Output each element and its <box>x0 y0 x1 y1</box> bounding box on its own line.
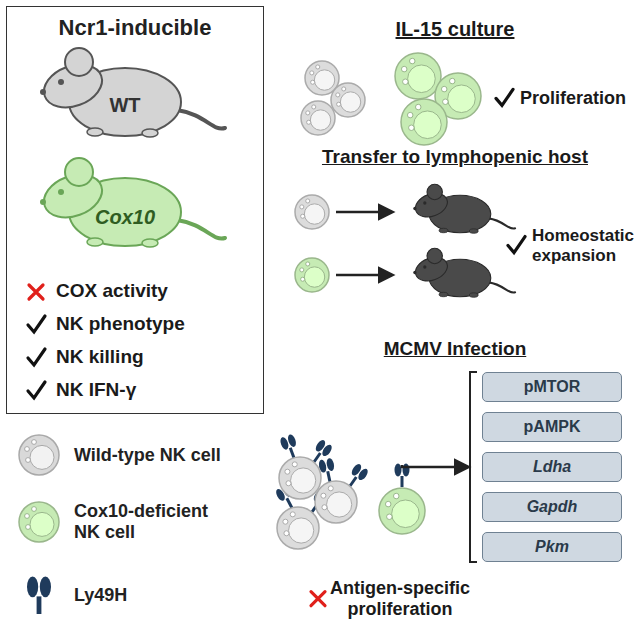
marker-name: pAMPK <box>489 418 615 436</box>
section-heading: Transfer to lymphopenic host <box>322 146 588 168</box>
ly49h-receptor <box>27 576 51 614</box>
nk-cell <box>295 258 329 292</box>
nk-cell <box>331 83 365 117</box>
mouse-figure <box>38 48 225 137</box>
transfer-arrow <box>336 211 392 214</box>
result-label: NK killing <box>56 346 144 368</box>
nk-cell <box>19 502 59 542</box>
metabolic-marker-box: pMTOR <box>482 372 622 402</box>
check-mark <box>28 316 45 332</box>
nk-cell <box>277 507 319 549</box>
mouse-label: Cox10 <box>95 206 155 229</box>
nk-cell <box>301 101 335 135</box>
legend-swatch <box>14 430 64 480</box>
section-heading: MCMV Infection <box>384 338 527 360</box>
nk-cell <box>279 457 321 499</box>
cross-mark <box>29 285 43 299</box>
panel-title: Ncr1-inducible <box>7 7 263 41</box>
nk-cell <box>401 99 447 145</box>
metabolic-marker-box: Ldha <box>482 452 622 482</box>
nk-cell <box>19 435 59 475</box>
result-label: NK IFN-γ <box>56 379 136 401</box>
nk-cell <box>315 481 357 523</box>
metabolic-marker-box: Gapdh <box>482 492 622 522</box>
mouse-figure <box>38 158 225 247</box>
result-label: Homeostatic expansion <box>532 226 636 265</box>
mouse-figure <box>412 184 515 233</box>
metabolic-marker-box: Pkm <box>482 532 622 562</box>
mouse-label: WT <box>109 94 140 117</box>
nk-cell <box>295 195 329 229</box>
transfer-arrow <box>336 274 392 277</box>
legend-text: Wild-type NK cell <box>74 445 234 466</box>
legend-text: Cox10-deficient NK cell <box>74 501 234 542</box>
legend-entry: Wild-type NK cell <box>14 430 234 480</box>
nk-cell <box>379 488 425 534</box>
nk-cell <box>395 53 441 99</box>
result-label: Proliferation <box>520 88 626 109</box>
metabolic-marker-box: pAMPK <box>482 412 622 442</box>
signal-arrow <box>402 465 468 467</box>
mouse-figure <box>412 248 515 297</box>
cross-mark <box>311 592 325 606</box>
legend-text: Ly49H <box>74 585 234 606</box>
check-mark <box>496 89 513 105</box>
marker-name: Gapdh <box>489 498 615 516</box>
section-heading: IL-15 culture <box>396 18 515 41</box>
legend-swatch <box>14 497 64 547</box>
check-mark <box>508 237 525 253</box>
marker-name: Ldha <box>489 458 615 476</box>
legend-swatch <box>14 570 64 620</box>
marker-name: Pkm <box>489 538 615 556</box>
marker-name: pMTOR <box>489 378 615 396</box>
legend-entry: Cox10-deficient NK cell <box>14 497 234 547</box>
bracket <box>470 372 477 562</box>
result-label: COX activity <box>56 280 168 302</box>
result-label: NK phenotype <box>56 313 185 335</box>
legend-entry: Ly49H <box>14 570 234 620</box>
check-mark <box>28 382 45 398</box>
check-mark <box>28 349 45 365</box>
result-label: Antigen-specific proliferation <box>320 578 480 619</box>
